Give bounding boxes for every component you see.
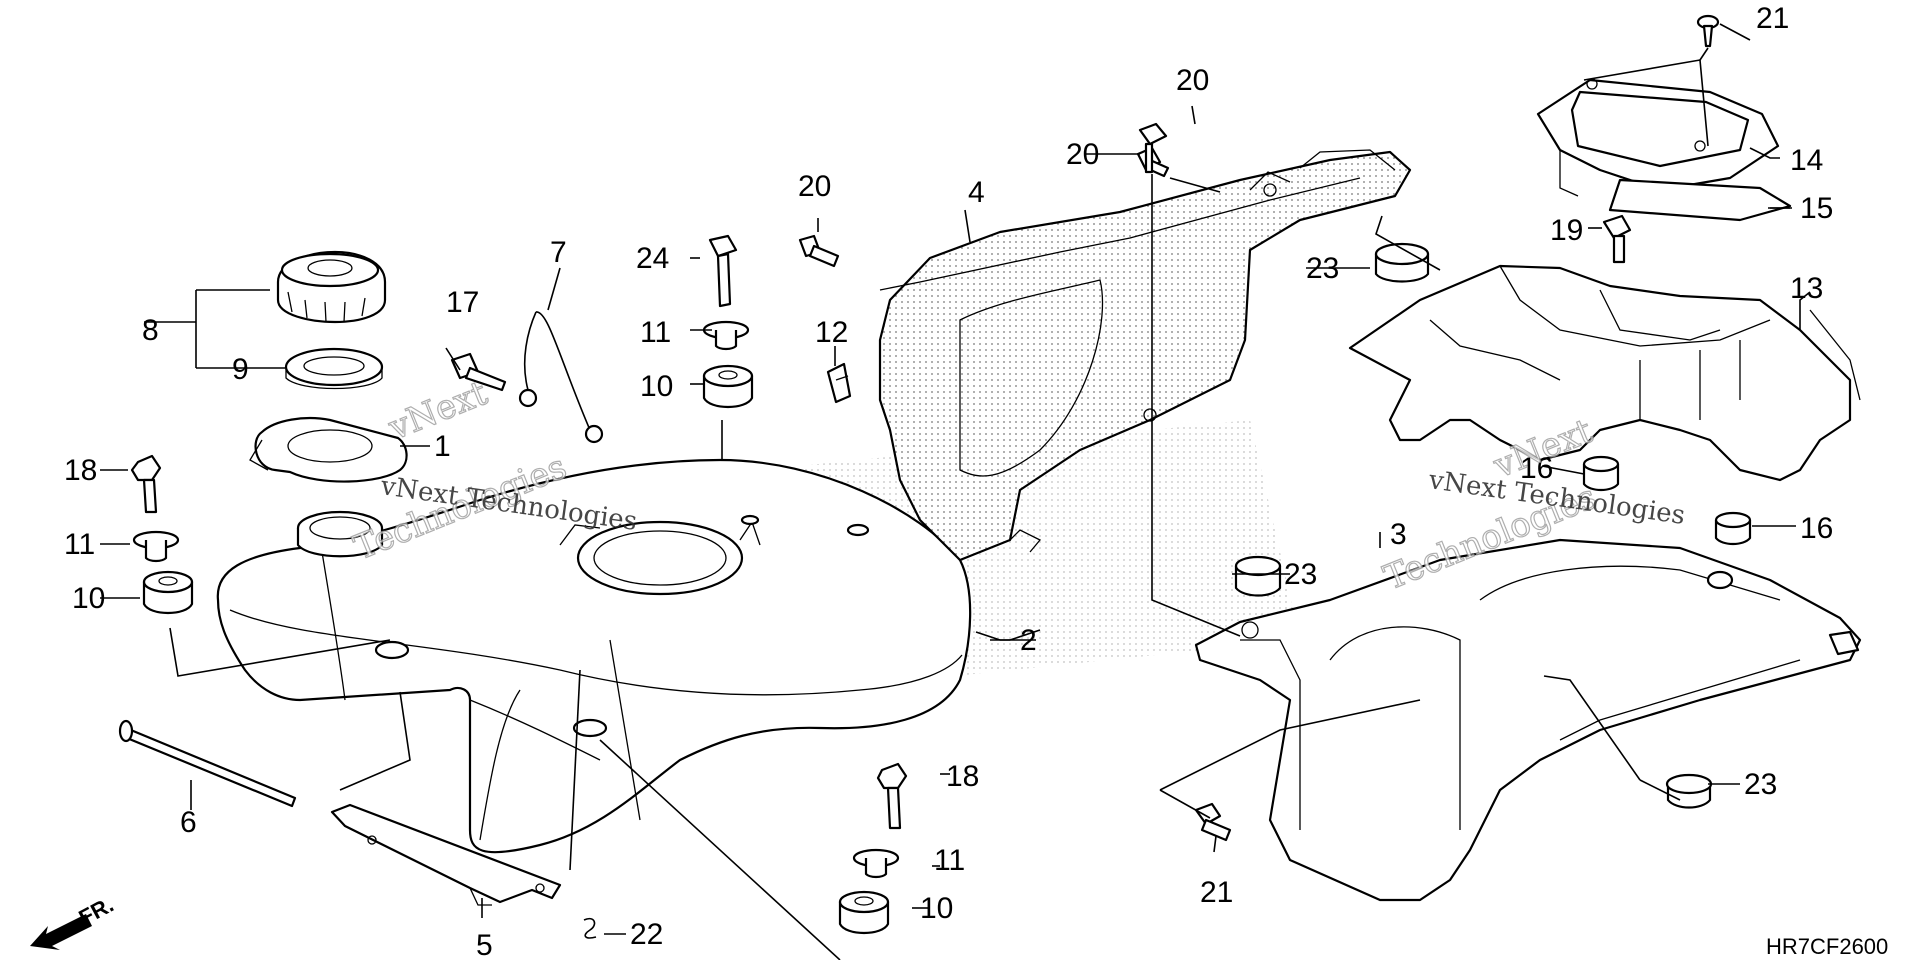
callout-16-right: 16 [1800, 512, 1833, 545]
callout-20-top: 20 [1176, 64, 1209, 97]
fuel-tank[interactable] [216, 458, 972, 854]
callout-20-left: 20 [798, 170, 831, 203]
callout-22: 22 [630, 918, 663, 951]
ground-strap[interactable] [518, 311, 604, 444]
collar-11-mid[interactable] [702, 320, 750, 351]
rubber-10-lower[interactable] [838, 890, 890, 935]
rivet-20-left[interactable] [798, 234, 840, 268]
grommet-23-mid[interactable] [1234, 555, 1282, 597]
callout-13: 13 [1790, 272, 1823, 305]
lower-guard[interactable] [1194, 538, 1862, 902]
callout-1: 1 [434, 430, 451, 463]
callout-23-right: 23 [1744, 768, 1777, 801]
filler-holder[interactable] [249, 417, 408, 483]
bolt-17[interactable] [450, 352, 507, 392]
mount-rod[interactable] [118, 719, 297, 808]
callout-4: 4 [968, 176, 985, 209]
callout-7: 7 [550, 236, 567, 269]
callout-5: 5 [476, 929, 493, 960]
callout-10-lower: 10 [920, 892, 953, 925]
callout-11-lower: 11 [934, 844, 965, 877]
screw-21[interactable] [1696, 14, 1720, 48]
front-arrow-icon: FR. [30, 892, 118, 950]
callout-18-lower: 18 [946, 760, 979, 793]
collar-11-lower[interactable] [852, 848, 900, 879]
callout-14: 14 [1790, 144, 1823, 177]
callout-24: 24 [636, 242, 669, 275]
callout-10-mid: 10 [640, 370, 673, 403]
collar-11-left[interactable] [132, 530, 180, 563]
callout-20-bottom: 21 [1200, 876, 1233, 909]
callout-2: 2 [1020, 624, 1037, 657]
battery-box[interactable] [1348, 264, 1861, 482]
rubber-10-left[interactable] [142, 570, 194, 615]
clip-22[interactable] [583, 917, 597, 939]
callout-17: 17 [446, 286, 479, 319]
callout-8: 8 [142, 314, 159, 347]
callout-21: 21 [1756, 2, 1789, 35]
callout-15: 15 [1800, 192, 1833, 225]
diagram-code: HR7CF2600 [1766, 934, 1888, 959]
grommet-16-right[interactable] [1714, 511, 1752, 546]
grommet-23-right[interactable] [1665, 773, 1713, 809]
callout-16-left: 16 [1520, 452, 1553, 485]
callout-23-top: 23 [1306, 252, 1339, 285]
ecu-cover[interactable] [1536, 78, 1780, 197]
fuel-cap[interactable] [276, 250, 387, 324]
callout-20-top-left: 20 [1066, 138, 1099, 171]
callout-6: 6 [180, 806, 197, 839]
callout-18-left: 18 [64, 454, 97, 487]
callout-9: 9 [232, 353, 249, 386]
bolt-19[interactable] [1602, 214, 1632, 264]
clip-12[interactable] [826, 362, 852, 404]
cap-gasket[interactable] [284, 347, 384, 390]
callout-11-left: 11 [64, 528, 95, 561]
callout-23-mid: 23 [1284, 558, 1317, 591]
ecu-seal[interactable] [1608, 178, 1792, 222]
bolt-18-left[interactable] [130, 454, 162, 514]
grommet-16-left[interactable] [1582, 455, 1620, 492]
tank-band[interactable] [330, 803, 562, 906]
leader-lines [100, 23, 1811, 960]
callout-labels: 8 9 1 7 17 18 11 10 6 5 22 24 11 10 20 1… [64, 2, 1833, 960]
callout-19: 19 [1550, 214, 1583, 247]
rivet-20-top-b[interactable] [1138, 122, 1168, 174]
rivet-20-bottom[interactable] [1194, 802, 1232, 842]
bolt-24[interactable] [708, 234, 738, 308]
callout-12: 12 [815, 316, 848, 349]
upper-cover[interactable] [878, 149, 1412, 562]
grommet-23-top[interactable] [1374, 242, 1430, 283]
callout-11-mid: 11 [640, 316, 671, 349]
callout-3: 3 [1390, 518, 1407, 551]
rubber-10-mid[interactable] [702, 364, 754, 409]
bolt-18-lower[interactable] [876, 762, 908, 830]
callout-10-left: 10 [72, 582, 105, 615]
